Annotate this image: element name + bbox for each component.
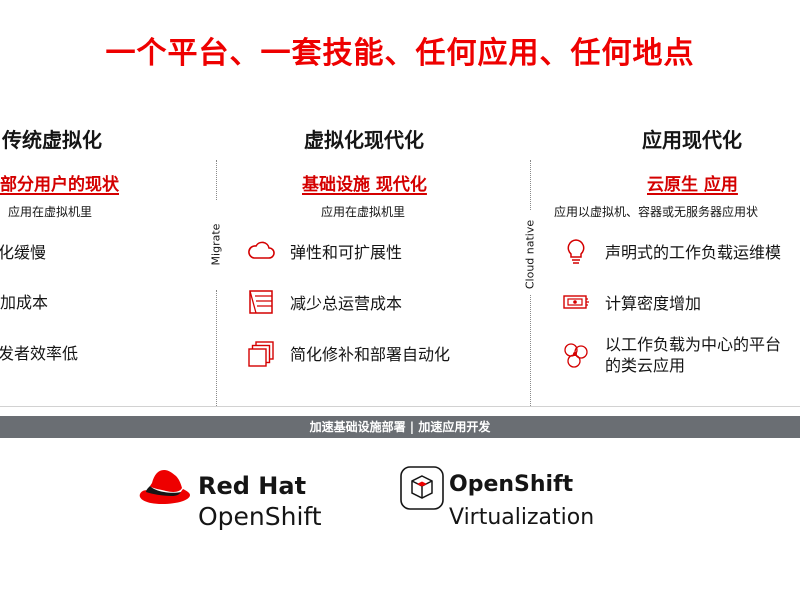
column-heading-virtualization: 虚拟化现代化 [304, 128, 424, 152]
column-description-traditional: 应用在虚拟机里 [8, 205, 93, 219]
column-subheading-traditional: 大部分用户的现状 [0, 175, 119, 195]
column-heading-application: 应用现代化 [642, 128, 742, 152]
virtualization-item-2: 减少总运营成本 [290, 294, 403, 313]
traditional-item-3: 发者效率低 [0, 344, 79, 363]
openshift-virtualization-icon [400, 466, 444, 510]
column-subheading-application: 云原生 应用 [647, 175, 738, 195]
section-divider [0, 406, 800, 407]
redhat-logo-line1: Red Hat [198, 472, 307, 500]
lightbulb-icon [567, 239, 585, 264]
application-item-3-continuation: 的类云应用 [605, 356, 686, 375]
column-heading-traditional: 传统虚拟化 [2, 128, 102, 152]
virtualization-item-1: 弹性和可扩展性 [290, 243, 403, 262]
virtualization-item-3: 简化修补和部署自动化 [290, 345, 451, 364]
divider-line-top-1 [216, 160, 217, 200]
acceleration-banner: 加速基础设施部署 | 加速应用开发 [0, 416, 800, 438]
cloud-icon [248, 241, 275, 259]
cost-chart-icon [249, 290, 273, 314]
traditional-item-2: 加成本 [0, 293, 49, 312]
divider-line-bottom-1 [216, 290, 217, 406]
workload-circles-icon [564, 343, 588, 368]
cloud-native-label: Cloud native [523, 219, 537, 290]
column-subheading-virtualization: 基础设施 现代化 [302, 175, 427, 195]
page-title: 一个平台、一套技能、任何应用、任何地点 [105, 36, 695, 71]
server-density-icon [563, 295, 589, 309]
traditional-item-1: 化缓慢 [0, 243, 47, 262]
divider-line-top-2 [530, 160, 531, 210]
application-item-3: 以工作负载为中心的平台 [605, 335, 782, 354]
column-description-application: 应用以虚拟机、容器或无服务器应用状 [554, 205, 759, 219]
virtualization-logo-line2: Virtualization [449, 505, 595, 530]
stacked-layers-icon [248, 341, 274, 367]
application-item-2: 计算密度增加 [605, 294, 702, 313]
redhat-logo-icon [139, 470, 190, 504]
redhat-logo-line2: OpenShift [198, 502, 322, 531]
virtualization-logo-line1: OpenShift [449, 472, 574, 497]
column-description-virtualization: 应用在虚拟机里 [321, 205, 406, 219]
application-item-1: 声明式的工作负载运维模 [605, 243, 782, 262]
divider-line-bottom-2 [530, 295, 531, 406]
migrate-label: Migrate [209, 223, 223, 266]
